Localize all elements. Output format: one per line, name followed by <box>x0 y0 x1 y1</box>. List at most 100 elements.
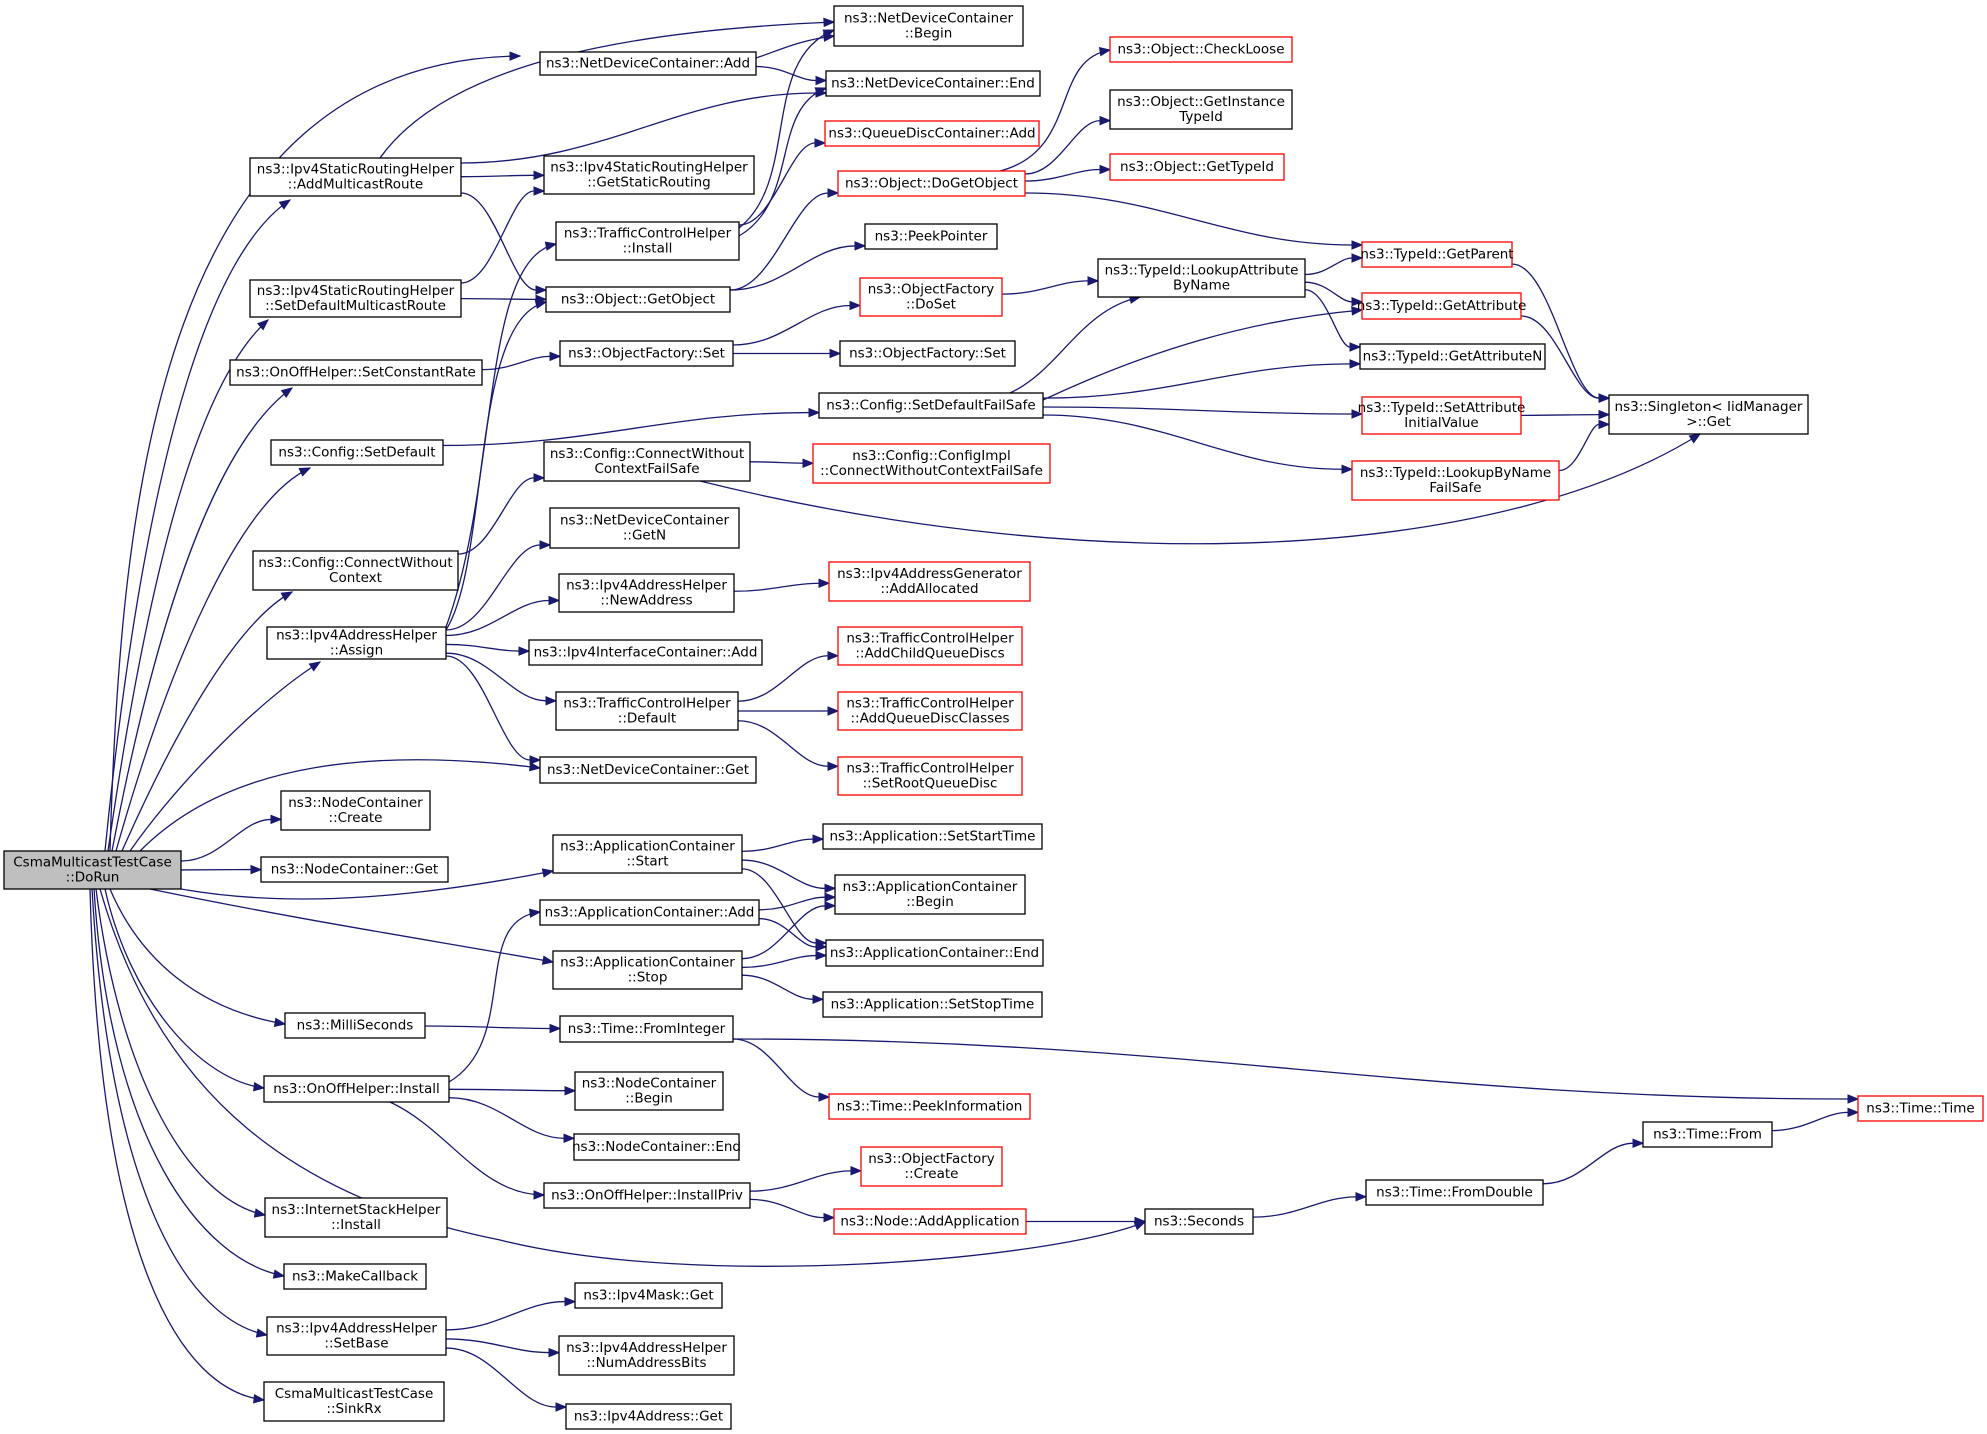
node-ipv4mask_get[interactable]: ns3::Ipv4Mask::Get <box>574 1282 723 1309</box>
node-ndc_getn[interactable]: ns3::NetDeviceContainer::GetN <box>549 507 740 549</box>
node-peekpointer[interactable]: ns3::PeekPointer <box>864 223 998 250</box>
node-ndc_begin[interactable]: ns3::NetDeviceContainer::Begin <box>833 5 1024 47</box>
node-iah_newaddr[interactable]: ns3::Ipv4AddressHelper::NewAddress <box>558 573 735 613</box>
node-nc_create[interactable]: ns3::NodeContainer::Create <box>280 790 431 831</box>
node-box <box>837 626 1023 666</box>
node-ndc_end[interactable]: ns3::NetDeviceContainer::End <box>825 70 1041 97</box>
arrowhead-icon <box>812 994 825 1005</box>
node-isrh_addmcroute[interactable]: ns3::Ipv4StaticRoutingHelper::AddMultica… <box>249 157 462 197</box>
node-app_setstart[interactable]: ns3::Application::SetStartTime <box>822 823 1043 850</box>
node-tch_install[interactable]: ns3::TrafficControlHelper::Install <box>555 221 740 261</box>
node-isrh_setdefmc[interactable]: ns3::Ipv4StaticRoutingHelper::SetDefault… <box>249 279 462 318</box>
node-isrh_getstatic[interactable]: ns3::Ipv4StaticRoutingHelper::GetStaticR… <box>543 155 755 195</box>
node-iah_assign[interactable]: ns3::Ipv4AddressHelper::Assign <box>266 626 447 660</box>
node-cfg_setdefaultfs[interactable]: ns3::Config::SetDefaultFailSafe <box>818 392 1044 419</box>
node-cfg_connwcfs[interactable]: ns3::Config::ConnectWithoutContextFailSa… <box>543 441 751 482</box>
node-onoff_installpriv[interactable]: ns3::OnOffHelper::InstallPriv <box>543 1182 751 1209</box>
node-ish_install[interactable]: ns3::InternetStackHelper::Install <box>264 1197 448 1238</box>
node-iah_numaddrbits[interactable]: ns3::Ipv4AddressHelper::NumAddressBits <box>558 1335 735 1376</box>
edge-milliseconds-to-time_fromint <box>424 1023 562 1034</box>
node-tch_setroot[interactable]: ns3::TrafficControlHelper::SetRootQueueD… <box>837 756 1023 796</box>
node-typeid_getattr[interactable]: ns3::TypeId::GetAttribute <box>1357 292 1527 320</box>
node-of_set1[interactable]: ns3::ObjectFactory::Set <box>559 340 734 367</box>
node-iah_setbase[interactable]: ns3::Ipv4AddressHelper::SetBase <box>266 1316 447 1356</box>
arrowhead-icon <box>253 1394 266 1404</box>
arrowhead-icon <box>829 348 842 359</box>
node-box <box>252 550 459 591</box>
node-ndc_get[interactable]: ns3::NetDeviceContainer::Get <box>539 756 757 784</box>
node-label: ::Begin <box>905 26 953 42</box>
node-ac_begin[interactable]: ns3::ApplicationContainer::Begin <box>834 874 1026 915</box>
node-of_doset[interactable]: ns3::ObjectFactory::DoSet <box>859 277 1003 317</box>
edge-tch_default-to-tch_addchild <box>737 651 840 702</box>
node-tch_addclasses[interactable]: ns3::TrafficControlHelper::AddQueueDiscC… <box>837 691 1023 731</box>
node-milliseconds[interactable]: ns3::MilliSeconds <box>284 1012 426 1039</box>
edge-ac_stop-to-ac_end <box>741 950 828 969</box>
node-tch_addchild[interactable]: ns3::TrafficControlHelper::AddChildQueue… <box>837 626 1023 666</box>
arrowhead-icon <box>280 591 294 602</box>
node-node_addapp[interactable]: ns3::Node::AddApplication <box>833 1208 1027 1235</box>
node-qdc_add[interactable]: ns3::QueueDiscContainer::Add <box>824 120 1040 147</box>
node-label: ns3::NodeContainer <box>582 1076 717 1092</box>
edge-cfg_setdefaultfs-to-typeid_setattrinit <box>1042 406 1364 419</box>
node-tch_default[interactable]: ns3::TrafficControlHelper::Default <box>555 691 739 731</box>
node-label: ns3::Ipv4AddressHelper <box>276 1321 437 1337</box>
edge-iah_assign-to-ndc_get <box>445 655 542 765</box>
node-time_fromdouble[interactable]: ns3::Time::FromDouble <box>1365 1179 1544 1206</box>
node-time_time[interactable]: ns3::Time::Time <box>1857 1095 1984 1122</box>
node-obj_dogetobject[interactable]: ns3::Object::DoGetObject <box>837 170 1026 197</box>
node-time_fromint[interactable]: ns3::Time::FromInteger <box>559 1015 734 1043</box>
node-ipv4addr_get[interactable]: ns3::Ipv4Address::Get <box>565 1403 732 1430</box>
node-root[interactable]: CsmaMulticastTestCase::DoRun <box>3 850 182 890</box>
node-of_create[interactable]: ns3::ObjectFactory::Create <box>860 1146 1003 1187</box>
node-of_set2[interactable]: ns3::ObjectFactory::Set <box>839 340 1016 367</box>
node-ac_stop[interactable]: ns3::ApplicationContainer::Stop <box>552 950 743 990</box>
node-onoff_setconst[interactable]: ns3::OnOffHelper::SetConstantRate <box>229 359 483 386</box>
arrowhead-icon <box>529 755 542 765</box>
node-cmtc_sinkrx[interactable]: CsmaMulticastTestCase::SinkRx <box>263 1381 445 1422</box>
node-time_peekinfo[interactable]: ns3::Time::PeekInformation <box>828 1093 1031 1120</box>
node-box <box>574 1071 724 1111</box>
node-nc_begin[interactable]: ns3::NodeContainer::Begin <box>574 1071 724 1111</box>
node-onoff_install[interactable]: ns3::OnOffHelper::Install <box>263 1075 450 1103</box>
edge-iah_setbase-to-iah_numaddrbits <box>445 1338 561 1358</box>
node-nc_end[interactable]: ns3::NodeContainer::End <box>572 1133 741 1161</box>
node-iic_add[interactable]: ns3::Ipv4InterfaceContainer::Add <box>528 639 763 666</box>
node-typeid_getparent[interactable]: ns3::TypeId::GetParent <box>1360 241 1514 268</box>
node-ac_add[interactable]: ns3::ApplicationContainer::Add <box>539 899 760 926</box>
node-label: ns3::TrafficControlHelper <box>846 696 1014 712</box>
node-box <box>266 1316 447 1356</box>
edge-cfg_setdefaultfs-to-typeid_getattr <box>1042 306 1364 401</box>
edge-root-to-ndc_add <box>109 51 522 852</box>
edge-ac_add-to-ac_begin <box>758 892 837 911</box>
node-obj_getobject[interactable]: ns3::Object::GetObject <box>545 286 731 313</box>
edge-typeid_getattr-to-singleton_get <box>1520 315 1611 403</box>
node-time_from[interactable]: ns3::Time::From <box>1642 1121 1773 1148</box>
node-obj_gettypeid[interactable]: ns3::Object::GetTypeId <box>1109 153 1285 181</box>
node-box <box>822 991 1043 1018</box>
node-singleton_get[interactable]: ns3::Singleton< IidManager >::Get <box>1608 394 1809 435</box>
node-nc_get[interactable]: ns3::NodeContainer::Get <box>260 856 449 883</box>
node-box <box>828 1093 1031 1120</box>
node-label: ContextFailSafe <box>594 461 699 477</box>
node-ac_start[interactable]: ns3::ApplicationContainer::Start <box>552 834 743 874</box>
node-cfg_impl_conn[interactable]: ns3::Config::ConfigImpl::ConnectWithoutC… <box>812 443 1051 484</box>
node-seconds[interactable]: ns3::Seconds <box>1144 1208 1254 1235</box>
node-cfg_setdefault[interactable]: ns3::Config::SetDefault <box>270 439 444 466</box>
node-ndc_add[interactable]: ns3::NetDeviceContainer::Add <box>539 51 757 76</box>
node-box <box>833 1208 1027 1235</box>
node-ac_end[interactable]: ns3::ApplicationContainer::End <box>825 939 1044 967</box>
node-label: ::Default <box>618 711 676 727</box>
node-iag_addalloc[interactable]: ns3::Ipv4AddressGenerator::AddAllocated <box>828 561 1031 602</box>
node-cfg_connwc[interactable]: ns3::Config::ConnectWithoutContext <box>252 550 459 591</box>
node-app_setstop[interactable]: ns3::Application::SetStopTime <box>822 991 1043 1018</box>
node-typeid_getattrn[interactable]: ns3::TypeId::GetAttributeN <box>1359 343 1546 370</box>
node-makecallback[interactable]: ns3::MakeCallback <box>283 1263 427 1290</box>
node-obj_checkloose[interactable]: ns3::Object::CheckLoose <box>1109 36 1293 63</box>
node-label: ::AddMulticastRoute <box>288 177 423 193</box>
arrowhead-icon <box>1351 409 1364 419</box>
